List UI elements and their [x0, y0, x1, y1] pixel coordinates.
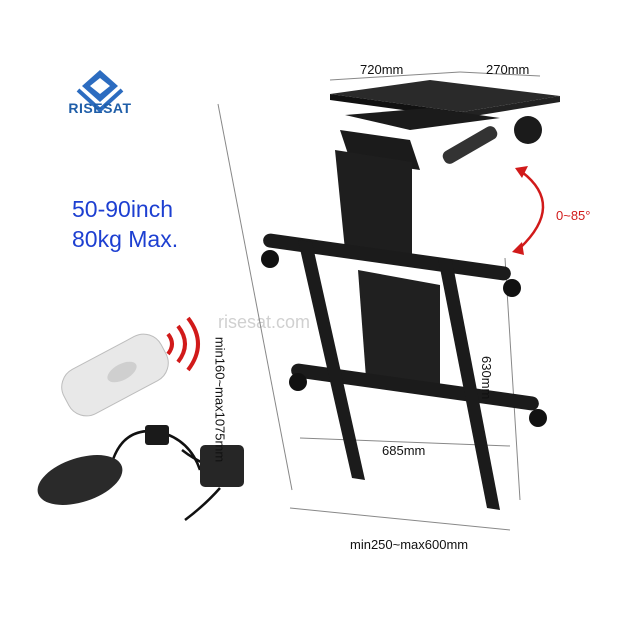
width-range-dimension: min250~max600mm	[350, 537, 469, 552]
mount-width-dimension: 685mm	[382, 443, 426, 458]
screen-size-spec: 50-90inch	[72, 196, 174, 222]
lift-column	[335, 150, 440, 395]
height-range-dimension: min160~max1075mm	[212, 336, 228, 463]
tilt-arrow-icon	[512, 166, 545, 255]
brand-name: RISESAT	[68, 100, 132, 116]
remote-control-icon	[61, 333, 169, 417]
top-depth-dimension: 270mm	[486, 62, 530, 77]
max-load-spec: 80kg Max.	[72, 226, 179, 252]
vesa-mount-plate	[261, 233, 547, 510]
tilt-angle-label: 0~85°	[556, 208, 591, 223]
wired-controller-icon	[37, 425, 244, 521]
watermark-text: risesat.com	[218, 312, 311, 332]
mount-height-dimension: 630mm	[479, 356, 494, 400]
risesat-logo-icon	[76, 70, 124, 113]
wireless-signal-icon	[166, 316, 200, 372]
top-width-dimension: 720mm	[360, 62, 404, 77]
